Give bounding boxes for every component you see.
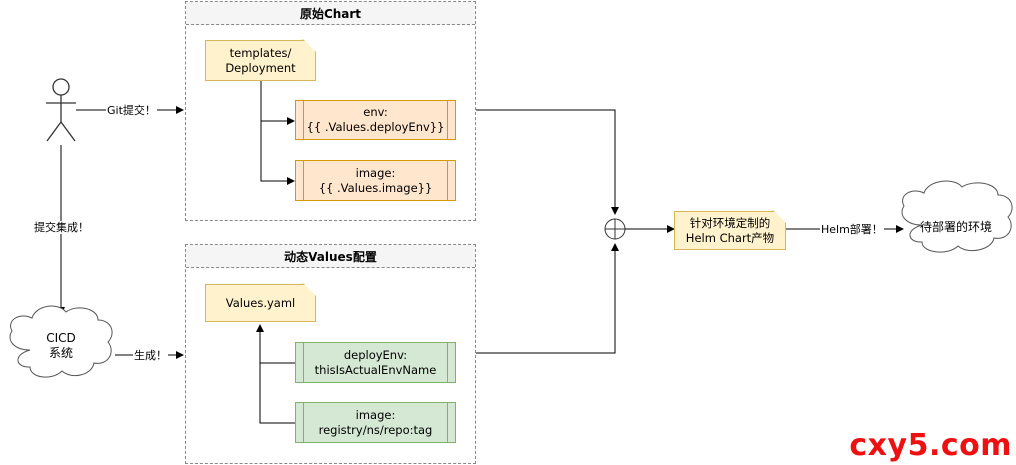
env-block-left-bar — [296, 101, 304, 139]
image-block-text: image: {{ .Values.image}} — [318, 165, 433, 195]
values-yaml-note: Values.yaml — [205, 284, 316, 322]
image-value-block: image: registry/ns/repo:tag — [295, 402, 456, 443]
original-chart-group-title: 原始Chart — [186, 2, 475, 25]
image-value-right-bar — [447, 403, 455, 442]
env-block-right-bar — [447, 101, 455, 139]
helm-deploy-label: Helm部署！ — [820, 223, 884, 236]
watermark-text: cxy5.com — [849, 428, 1012, 463]
env-block-text: env: {{ .Values.deployEnv}} — [306, 105, 445, 134]
deploy-env-text: deployEnv: thisIsActualEnvName — [314, 347, 437, 377]
customized-chart-note: 针对环境定制的 Helm Chart产物 — [674, 211, 786, 250]
deploy-env-left-bar — [296, 343, 304, 382]
image-block-right-bar — [447, 161, 455, 200]
edge-original-merge — [476, 109, 619, 215]
templates-deployment-note: templates/ Deployment — [205, 40, 316, 81]
git-commit-label: Git提交！ — [106, 104, 157, 117]
image-value-text: image: registry/ns/repo:tag — [318, 407, 433, 437]
deploy-env-value-block: deployEnv: thisIsActualEnvName — [295, 342, 456, 383]
target-env-label: 待部署的环境 — [919, 219, 992, 234]
merge-circle-icon — [604, 218, 626, 240]
cicd-system-label: CICD 系统 — [46, 331, 76, 360]
generate-label: 生成！ — [133, 349, 168, 362]
image-block-left-bar — [296, 161, 304, 200]
dynamic-values-group-title: 动态Values配置 — [186, 245, 475, 268]
user-actor-icon — [46, 78, 76, 142]
cicd-cloud-shape — [9, 305, 113, 378]
deploy-env-right-bar — [447, 343, 455, 382]
env-template-block: env: {{ .Values.deployEnv}} — [295, 100, 456, 140]
image-value-left-bar — [296, 403, 304, 442]
submit-integration-label: 提交集成！ — [33, 221, 90, 234]
edge-dynamic-merge — [476, 243, 619, 354]
target-env-cloud-shape — [901, 180, 1013, 253]
image-template-block: image: {{ .Values.image}} — [295, 160, 456, 201]
